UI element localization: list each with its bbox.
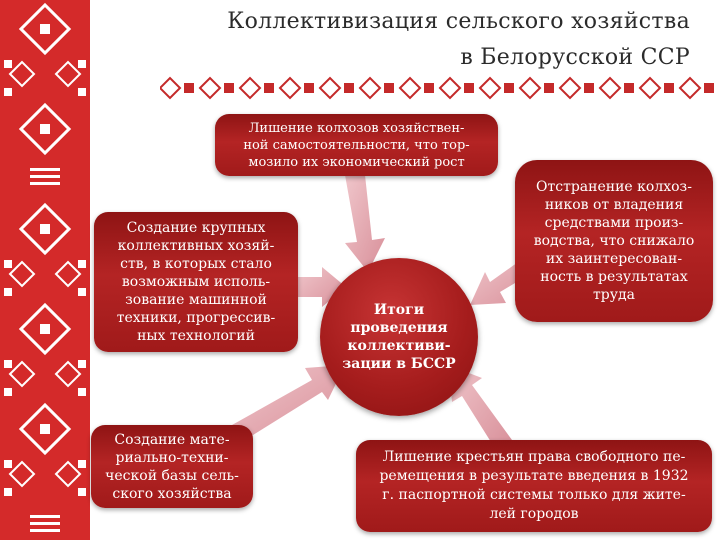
box-large-collective-farms: Создание крупных коллективных хозяй- ств… xyxy=(94,212,298,352)
page-title-line2: в Белорусской ССР xyxy=(460,45,690,70)
arrow-bottom-right-to-center xyxy=(448,365,512,450)
arrow-top-to-center xyxy=(345,175,385,272)
center-results-circle: Итоги проведения коллективи- зации в БСС… xyxy=(320,258,478,416)
ornament-band xyxy=(160,75,720,101)
box-alienation-from-means: Отстранение колхоз- ников от владения ср… xyxy=(515,160,713,322)
arrow-bottom-left-to-center xyxy=(232,365,345,440)
belarusian-ornament-strip xyxy=(0,0,90,540)
box-material-technical-base: Создание мате- риально-техни- ческой баз… xyxy=(91,425,253,508)
box-passport-system: Лишение крестьян права свободного пе- ре… xyxy=(356,440,712,532)
page-title-line1: Коллективизация сельского хозяйства xyxy=(227,9,690,34)
box-lack-of-autonomy: Лишение колхозов хозяйствен- ной самосто… xyxy=(215,114,498,176)
